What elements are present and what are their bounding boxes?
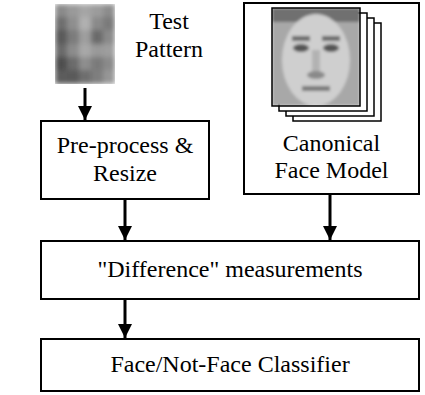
pixel xyxy=(91,70,103,84)
pixel xyxy=(55,4,115,84)
pixel xyxy=(91,4,103,18)
pixel xyxy=(55,70,67,84)
face-nose xyxy=(312,50,320,72)
pixel xyxy=(55,17,67,31)
flow-arrow xyxy=(124,300,127,338)
pixel xyxy=(67,17,79,31)
face-brow xyxy=(322,36,340,41)
node-text: Pre-process & Resize xyxy=(55,132,195,187)
pixel xyxy=(103,57,115,71)
test-pattern-node: Test Pattern xyxy=(50,2,218,88)
flow-arrow xyxy=(329,195,332,240)
pixel xyxy=(55,30,67,44)
flow-arrow xyxy=(84,88,87,120)
test-pattern-image xyxy=(55,4,115,84)
pixel xyxy=(55,57,67,71)
pixel xyxy=(67,70,79,84)
pixel xyxy=(55,4,67,18)
pixel xyxy=(79,17,91,31)
flow-arrow xyxy=(124,200,127,240)
pixel xyxy=(91,44,103,58)
pixel xyxy=(67,4,79,18)
pixel xyxy=(67,44,79,58)
face-background xyxy=(272,8,360,106)
pixel xyxy=(67,30,79,44)
pixel xyxy=(67,57,79,71)
pixel xyxy=(79,70,91,84)
node-text: "Difference" measurements xyxy=(97,256,362,284)
face-skin xyxy=(282,14,350,106)
pixel xyxy=(79,30,91,44)
pixel xyxy=(91,30,103,44)
face-features xyxy=(272,8,360,106)
model-box: Canonical Face Model xyxy=(243,2,420,195)
face-eye xyxy=(293,44,309,52)
pixel xyxy=(103,30,115,44)
node-text: Face/Not-Face Classifier xyxy=(110,351,349,379)
pixel xyxy=(103,17,115,31)
process-box: Pre-process & Resize xyxy=(40,120,210,200)
pixel xyxy=(103,70,115,84)
face-picture xyxy=(272,8,360,106)
pixel xyxy=(91,17,103,31)
pixel xyxy=(79,57,91,71)
pixel xyxy=(103,44,115,58)
node-text: Test Pattern xyxy=(126,8,212,63)
pixel xyxy=(103,4,115,18)
node-text: Canonical Face Model xyxy=(267,130,397,185)
pixel xyxy=(79,44,91,58)
process-box: "Difference" measurements xyxy=(40,240,420,300)
test-pattern-pixels xyxy=(55,4,115,84)
stack-frame xyxy=(272,8,360,106)
pixel xyxy=(79,4,91,18)
face-nostrils xyxy=(307,71,325,79)
pixel xyxy=(91,57,103,71)
pixel xyxy=(55,44,67,58)
face-eye xyxy=(323,44,339,52)
face-mouth xyxy=(302,86,330,91)
face-brow xyxy=(292,36,310,41)
classifier-box: Face/Not-Face Classifier xyxy=(40,338,420,392)
face-image-stack xyxy=(272,8,381,121)
